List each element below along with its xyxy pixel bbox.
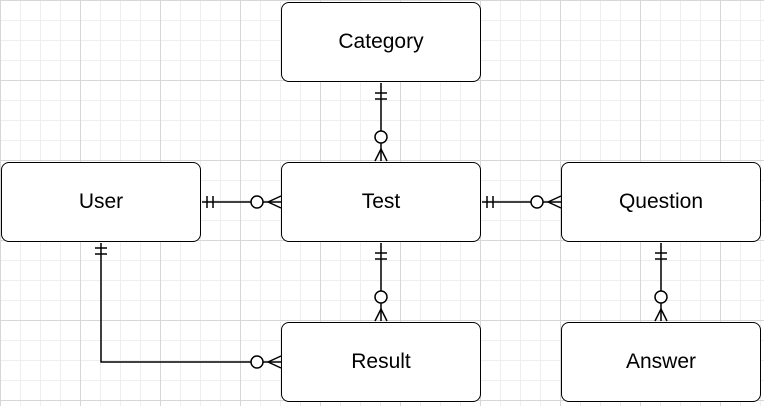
entity-user-label: User (78, 190, 124, 213)
relationship-test-question[interactable] (482, 195, 562, 209)
entity-result-label: Result (351, 350, 411, 373)
crowfoot-many-marker (654, 308, 662, 322)
entity-test[interactable]: Test (281, 162, 481, 242)
relationship-user-result[interactable] (95, 243, 282, 369)
crowfoot-many-marker (267, 195, 282, 203)
relationship-question-answer[interactable] (654, 243, 668, 322)
crowfoot-many-marker (547, 201, 562, 209)
entity-category[interactable]: Category (281, 2, 481, 82)
relationship-category-test[interactable] (374, 83, 388, 162)
entity-question-label: Question (618, 190, 704, 213)
crowfoot-many-marker (380, 148, 388, 162)
crowfoot-many-marker (267, 355, 282, 363)
crowfoot-many-marker (267, 361, 282, 369)
crowfoot-many-marker (547, 195, 562, 203)
entity-answer-label: Answer (625, 350, 697, 373)
entity-category-label: Category (338, 30, 424, 53)
crowfoot-many-marker (374, 308, 382, 322)
zero-optional-marker (654, 290, 668, 304)
crowfoot-many-marker (380, 308, 388, 322)
entity-answer[interactable]: Answer (561, 322, 761, 402)
zero-optional-marker (374, 290, 388, 304)
entity-result[interactable]: Result (281, 322, 481, 402)
entity-user[interactable]: User (1, 162, 201, 242)
crowfoot-many-marker (660, 308, 668, 322)
crowfoot-many-marker (267, 201, 282, 209)
crowfoot-many-marker (374, 148, 382, 162)
entity-question[interactable]: Question (561, 162, 761, 242)
zero-optional-marker (250, 355, 264, 369)
zero-optional-marker (250, 195, 264, 209)
entity-test-label: Test (361, 190, 401, 213)
zero-optional-marker (530, 195, 544, 209)
relationship-user-test[interactable] (202, 195, 282, 209)
relationship-test-result[interactable] (374, 243, 388, 322)
zero-optional-marker (374, 130, 388, 144)
